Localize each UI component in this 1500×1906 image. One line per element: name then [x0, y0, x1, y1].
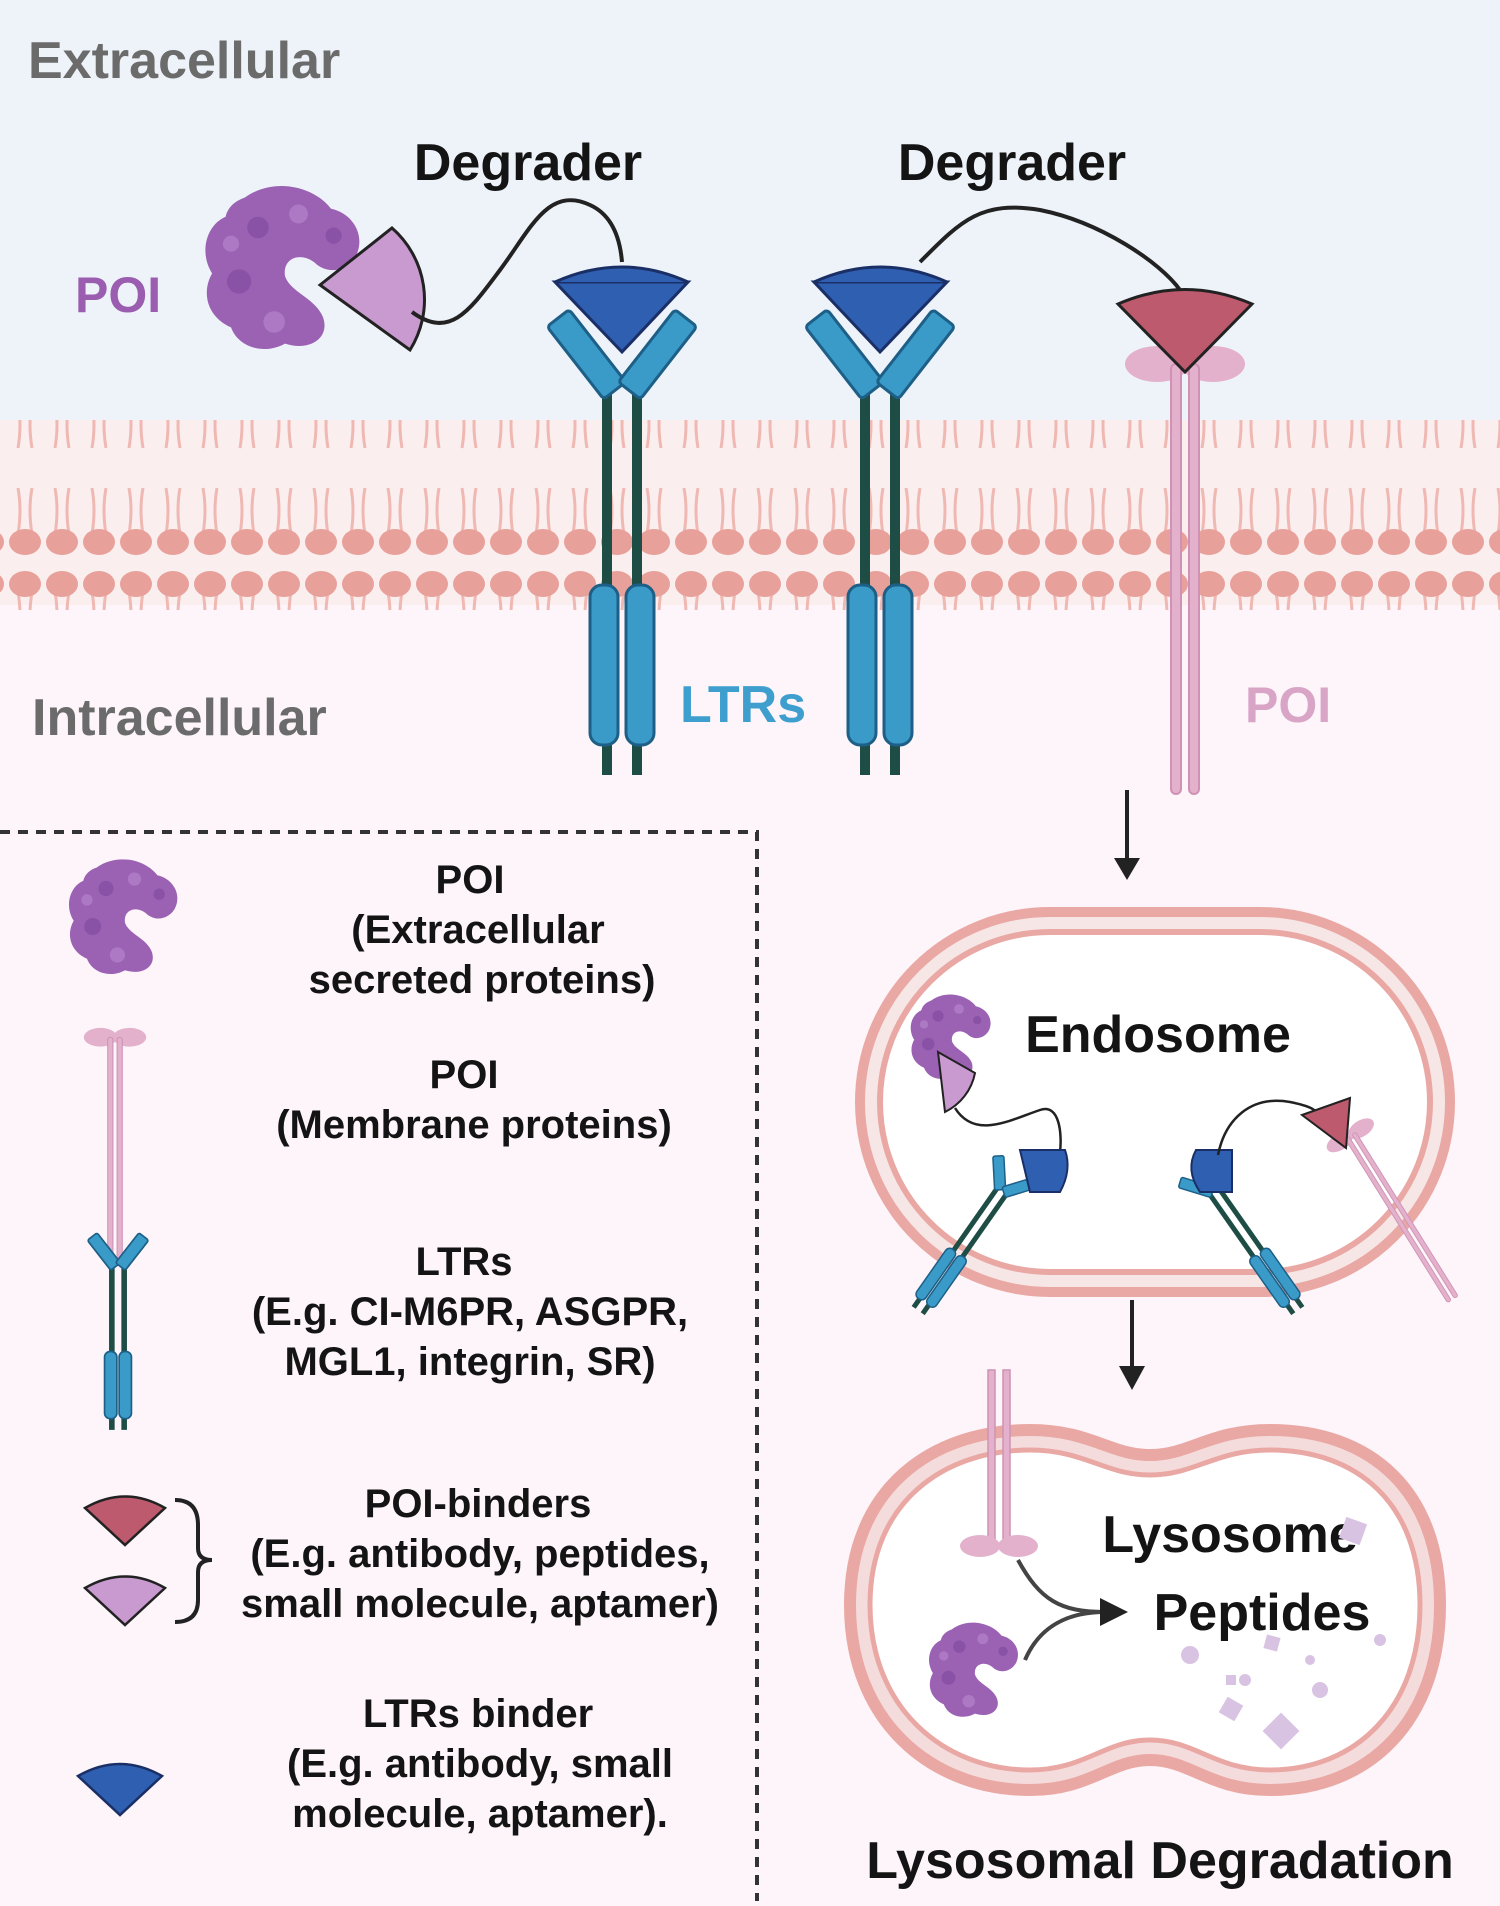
lysosome-label: Lysosome [1102, 1506, 1357, 1564]
intracellular-label: Intracellular [32, 689, 327, 747]
poi-binder-light-legend-icon [82, 1575, 168, 1627]
svg-text:(E.g. antibody, peptides,: (E.g. antibody, peptides, [250, 1532, 709, 1576]
ltrs-label: LTRs [680, 676, 806, 734]
endosome-label: Endosome [1025, 1006, 1291, 1064]
legend-item-extracellular-poi: POI (Extracellular secreted proteins) [68, 858, 656, 1002]
poi-binder-red-icon [1115, 288, 1255, 375]
poi-label-left: POI [75, 267, 161, 323]
svg-text:POI: POI [436, 858, 505, 902]
svg-text:(Extracellular: (Extracellular [351, 908, 604, 952]
legend-frame [0, 830, 759, 1901]
arrow-to-lysosome [1119, 1300, 1145, 1390]
legend-item-poi-binders: POI-binders (E.g. antibody, peptides, sm… [82, 1482, 719, 1627]
degrader-linker-left [410, 198, 624, 325]
lipid-bilayer [0, 420, 1500, 610]
svg-text:LTRs: LTRs [415, 1240, 512, 1284]
poi-label-right: POI [1245, 677, 1331, 733]
svg-text:(E.g. antibody, small: (E.g. antibody, small [287, 1742, 673, 1786]
legend-item-membrane-poi: POI (Membrane proteins) [83, 1027, 672, 1262]
peptide-fragments [1181, 1516, 1386, 1750]
svg-text:(E.g. CI-M6PR, ASGPR,: (E.g. CI-M6PR, ASGPR, [252, 1290, 688, 1334]
poi-binder-red-legend-icon [82, 1495, 168, 1547]
svg-text:small molecule, aptamer): small molecule, aptamer) [241, 1582, 719, 1626]
legend-item-ltrs: LTRs (E.g. CI-M6PR, ASGPR, MGL1, integri… [86, 1231, 688, 1431]
svg-text:secreted proteins): secreted proteins) [309, 958, 656, 1002]
brace-icon [174, 1498, 213, 1624]
peptides-label: Peptides [1154, 1584, 1371, 1642]
svg-text:MGL1, integrin, SR): MGL1, integrin, SR) [284, 1340, 655, 1384]
svg-text:molecule, aptamer).: molecule, aptamer). [292, 1792, 668, 1836]
svg-text:LTRs binder: LTRs binder [363, 1692, 593, 1736]
legend-item-ltrs-binder: LTRs binder (E.g. antibody, small molecu… [75, 1692, 673, 1836]
svg-text:POI: POI [430, 1053, 499, 1097]
degrader-label-left: Degrader [414, 134, 642, 192]
poi-binder-light-icon [317, 226, 426, 353]
svg-text:POI-binders: POI-binders [365, 1482, 592, 1526]
degrader-linker-right [918, 205, 1182, 292]
extracellular-label: Extracellular [28, 32, 340, 90]
lysosomal-degradation-caption: Lysosomal Degradation [866, 1832, 1454, 1890]
svg-text:(Membrane proteins): (Membrane proteins) [276, 1103, 672, 1147]
ltr-binder-legend-icon [75, 1762, 165, 1817]
degrader-label-right: Degrader [898, 134, 1126, 192]
arrow-to-endosome [1114, 790, 1140, 880]
